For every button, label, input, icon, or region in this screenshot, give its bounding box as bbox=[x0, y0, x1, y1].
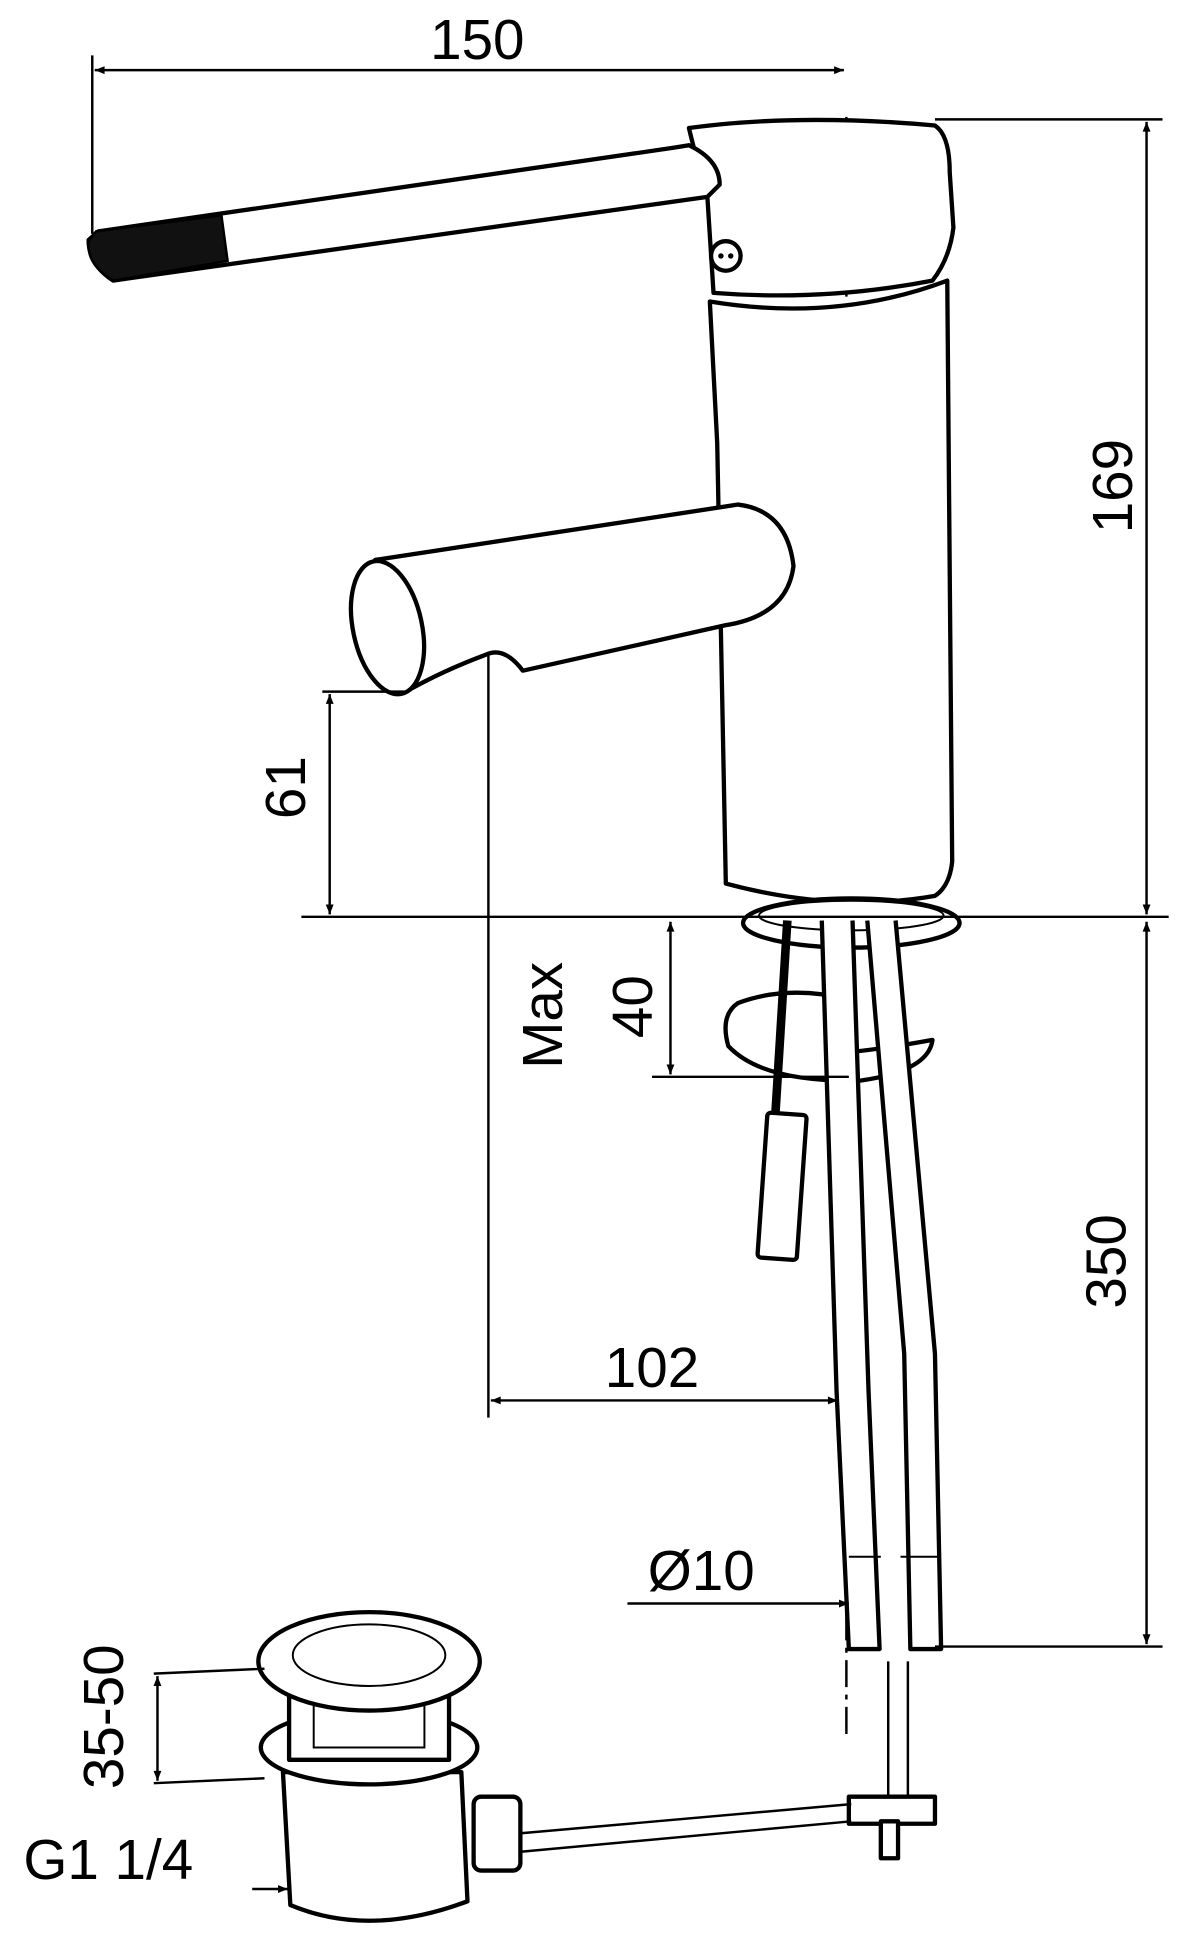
dimension-lines bbox=[91, 55, 1169, 1893]
waste-valve bbox=[256, 1609, 852, 1923]
dim-spout-height: 61 bbox=[254, 756, 317, 819]
mounting-kit bbox=[723, 896, 962, 1861]
dim-max-thickness: 40 bbox=[601, 975, 664, 1038]
spout bbox=[348, 502, 796, 697]
dim-lever-reach: 150 bbox=[430, 8, 524, 71]
lever-handle bbox=[86, 143, 722, 283]
dim-spout-reach: 102 bbox=[605, 1336, 699, 1399]
dim-hose-length: 350 bbox=[1075, 1214, 1138, 1308]
dim-hose-diameter: Ø10 bbox=[648, 1539, 755, 1602]
dim-max-label: Max bbox=[511, 962, 574, 1069]
dim-waste-thread: G1 1/4 bbox=[23, 1828, 193, 1891]
dim-waste-range: 35-50 bbox=[72, 1644, 135, 1789]
faucet-body bbox=[686, 117, 956, 905]
dim-total-height: 169 bbox=[1081, 439, 1144, 533]
